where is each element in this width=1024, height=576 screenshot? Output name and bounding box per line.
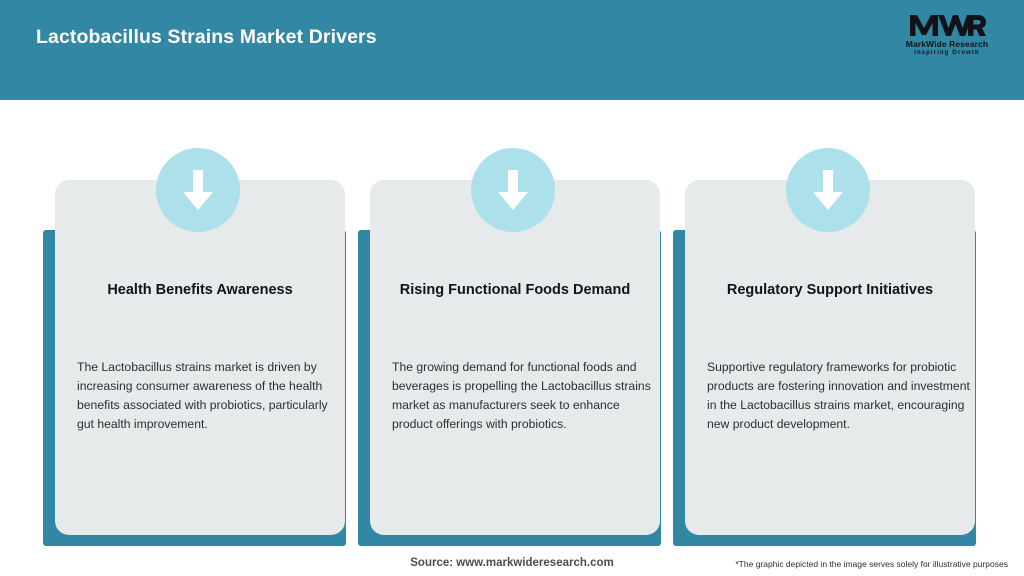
logo-company-name: MarkWide Research xyxy=(905,39,989,49)
card-title: Health Benefits Awareness xyxy=(107,282,293,298)
card-surface: Health Benefits Awareness The Lactobacil… xyxy=(55,180,345,535)
down-arrow-icon xyxy=(156,148,240,232)
down-arrow-icon xyxy=(786,148,870,232)
card-description: The growing demand for functional foods … xyxy=(392,360,651,432)
card-title: Rising Functional Foods Demand xyxy=(399,282,631,298)
disclaimer-note: *The graphic depicted in the image serve… xyxy=(735,559,1008,569)
card-surface: Rising Functional Foods Demand The growi… xyxy=(370,180,660,535)
driver-card-2: Rising Functional Foods Demand The growi… xyxy=(358,148,668,548)
source-label: Source: www.markwideresearch.com xyxy=(410,557,614,569)
down-arrow-glyph xyxy=(813,170,843,210)
card-description: The Lactobacillus strains market is driv… xyxy=(77,360,328,432)
card-title: Regulatory Support Initiatives xyxy=(726,282,934,298)
down-arrow-icon xyxy=(471,148,555,232)
page-title: Lactobacillus Strains Market Drivers xyxy=(36,26,377,48)
driver-card-1: Health Benefits Awareness The Lactobacil… xyxy=(43,148,353,548)
down-arrow-glyph xyxy=(498,170,528,210)
mwr-logo-icon xyxy=(910,15,986,36)
brand-logo: MarkWide Research Inspiring Growth xyxy=(892,12,1002,64)
header-bar: Lactobacillus Strains Market Drivers Mar… xyxy=(0,0,1024,100)
down-arrow-glyph xyxy=(183,170,213,210)
card-description: Supportive regulatory frameworks for pro… xyxy=(707,360,970,432)
driver-card-3: Regulatory Support Initiatives Supportiv… xyxy=(673,148,983,548)
card-surface: Regulatory Support Initiatives Supportiv… xyxy=(685,180,975,535)
logo-tagline: Inspiring Growth xyxy=(914,50,980,56)
